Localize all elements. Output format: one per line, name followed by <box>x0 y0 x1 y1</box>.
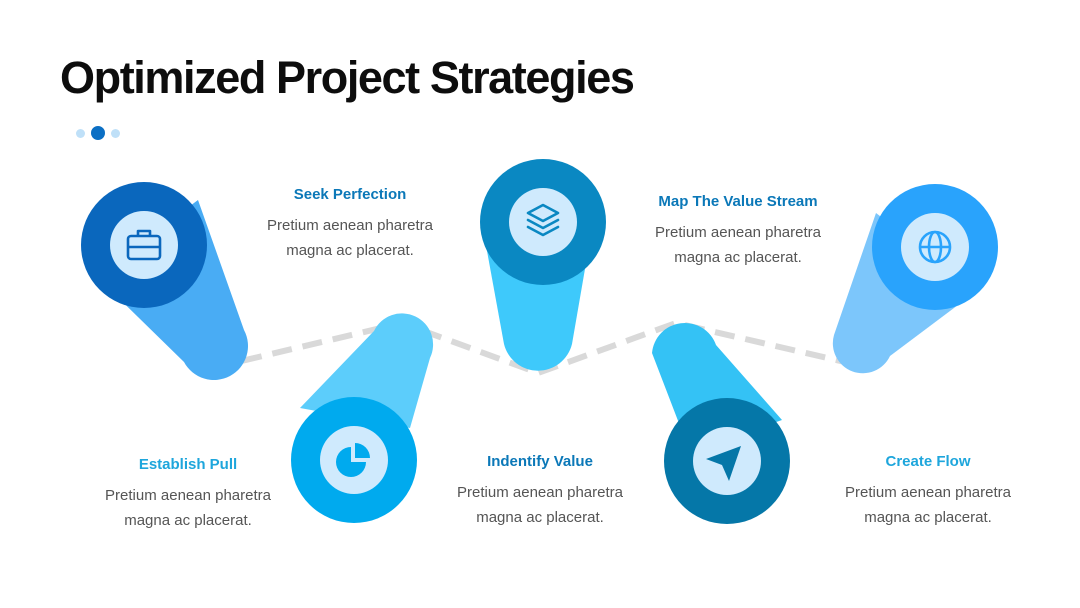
step-description: Pretium aenean pharetra magna ac placera… <box>105 487 271 529</box>
step-marker-1 <box>81 182 248 380</box>
step-create-flow: Create Flow Pretium aenean pharetra magn… <box>828 453 1028 530</box>
step-seek-perfection: Seek Perfection Pretium aenean pharetra … <box>250 186 450 263</box>
dot-dark <box>91 126 105 140</box>
step-title: Establish Pull <box>138 456 238 473</box>
pie-chart-icon <box>336 443 370 477</box>
step-description: Pretium aenean pharetra magna ac placera… <box>655 224 821 266</box>
step-marker-4 <box>652 322 790 524</box>
layers-icon <box>526 203 560 237</box>
step-map-the-value-stream: Map The Value Stream Pretium aenean phar… <box>611 193 865 270</box>
icon-disc <box>110 211 178 279</box>
decorative-dots <box>76 126 126 140</box>
dashed-connector <box>211 319 863 377</box>
step-description: Pretium aenean pharetra magna ac placera… <box>845 484 1011 526</box>
pin-tail <box>300 313 434 428</box>
icon-disc <box>320 426 388 494</box>
step-description: Pretium aenean pharetra magna ac placera… <box>457 484 623 526</box>
send-icon <box>706 446 741 481</box>
briefcase-icon <box>126 229 162 261</box>
step-marker-3 <box>480 159 606 371</box>
dot-light <box>111 129 120 138</box>
step-title: Seek Perfection <box>293 186 407 203</box>
step-marker-2 <box>291 313 434 523</box>
step-title: Map The Value Stream <box>658 193 818 210</box>
step-marker-5 <box>832 184 998 374</box>
step-title: Create Flow <box>885 453 971 470</box>
dot-light <box>76 129 85 138</box>
step-establish-pull: Establish Pull Pretium aenean pharetra m… <box>88 456 288 533</box>
step-description: Pretium aenean pharetra magna ac placera… <box>267 217 433 259</box>
step-title: Indentify Value <box>487 453 593 470</box>
step-indentify-value: Indentify Value Pretium aenean pharetra … <box>440 453 640 530</box>
slide-title: Optimized Project Strategies <box>60 52 635 103</box>
globe-icon <box>918 230 952 264</box>
